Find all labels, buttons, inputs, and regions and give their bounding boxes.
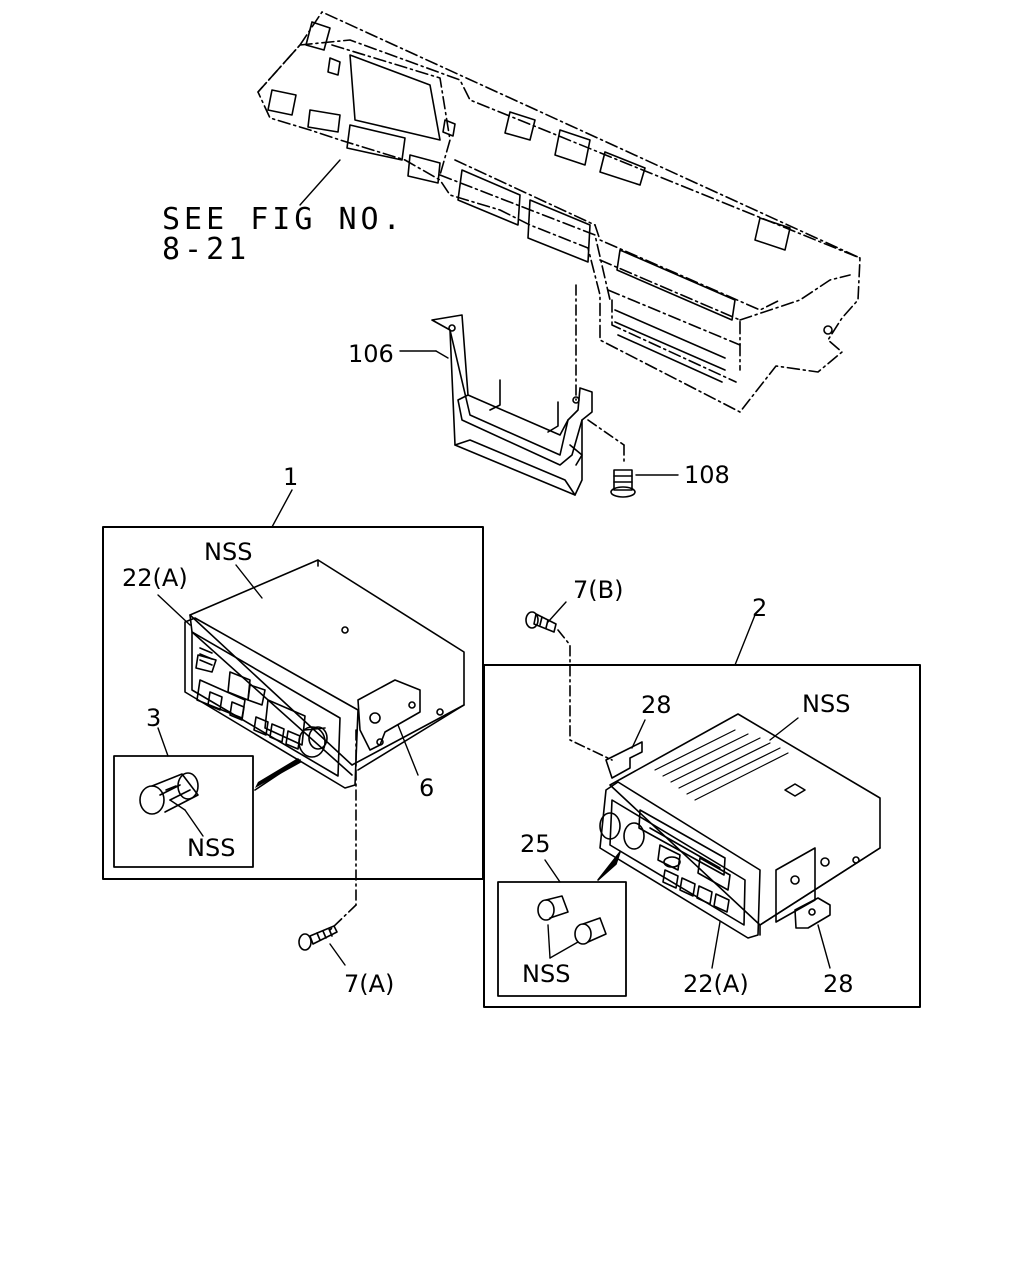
callout-1: 1 — [283, 463, 299, 491]
callout-106: 106 — [348, 340, 394, 368]
reference-note-line2: 8-21 — [162, 232, 251, 267]
knob-part-3-drawing — [140, 773, 198, 814]
dash-openings — [268, 22, 832, 382]
instrument-panel-drawing — [258, 12, 860, 412]
leader-lines-box1 — [158, 565, 418, 836]
reference-note-line1: SEE FIG NO. — [162, 202, 405, 237]
radio-bracket-drawing — [432, 315, 592, 495]
callout-3: 3 — [146, 704, 162, 732]
callout-25: 25 — [520, 830, 551, 858]
callout-6: 6 — [419, 774, 435, 802]
leader-lines-box2 — [545, 718, 830, 968]
callout-28-top: 28 — [641, 691, 672, 719]
screw-7b-guide-line — [558, 630, 612, 760]
nss-label-right-knobs: NSS — [522, 960, 571, 988]
leader-lines — [272, 160, 755, 665]
bolt-guide-line — [588, 420, 624, 445]
knob-inset-box-25 — [498, 882, 626, 996]
nss-label-right-top: NSS — [802, 690, 851, 718]
inset-pointer-25 — [598, 852, 620, 880]
callout-22a-right: 22(A) — [683, 970, 749, 998]
callout-28-bottom: 28 — [823, 970, 854, 998]
knob-inset-box-3 — [114, 756, 253, 867]
nss-label-left-top: NSS — [204, 538, 253, 566]
callout-7b: 7(B) — [573, 576, 624, 604]
knob-part-25-drawing — [538, 896, 606, 944]
callout-2: 2 — [752, 594, 768, 622]
callout-22a-left: 22(A) — [122, 564, 188, 592]
screw-7a-icon — [299, 926, 337, 950]
leader-7a — [330, 944, 345, 965]
screw-7b-icon — [526, 612, 556, 632]
callout-108: 108 — [684, 461, 730, 489]
leader-7b — [548, 602, 566, 622]
radio-unit-2-drawing — [600, 714, 880, 938]
nss-label-left-knobs: NSS — [187, 834, 236, 862]
inset-pointer-3-fill — [255, 758, 302, 788]
assembly-box-2 — [484, 665, 920, 1007]
callout-7a: 7(A) — [344, 970, 395, 998]
bolt-108-icon — [611, 470, 635, 497]
radio-unit-1-drawing — [185, 560, 464, 788]
